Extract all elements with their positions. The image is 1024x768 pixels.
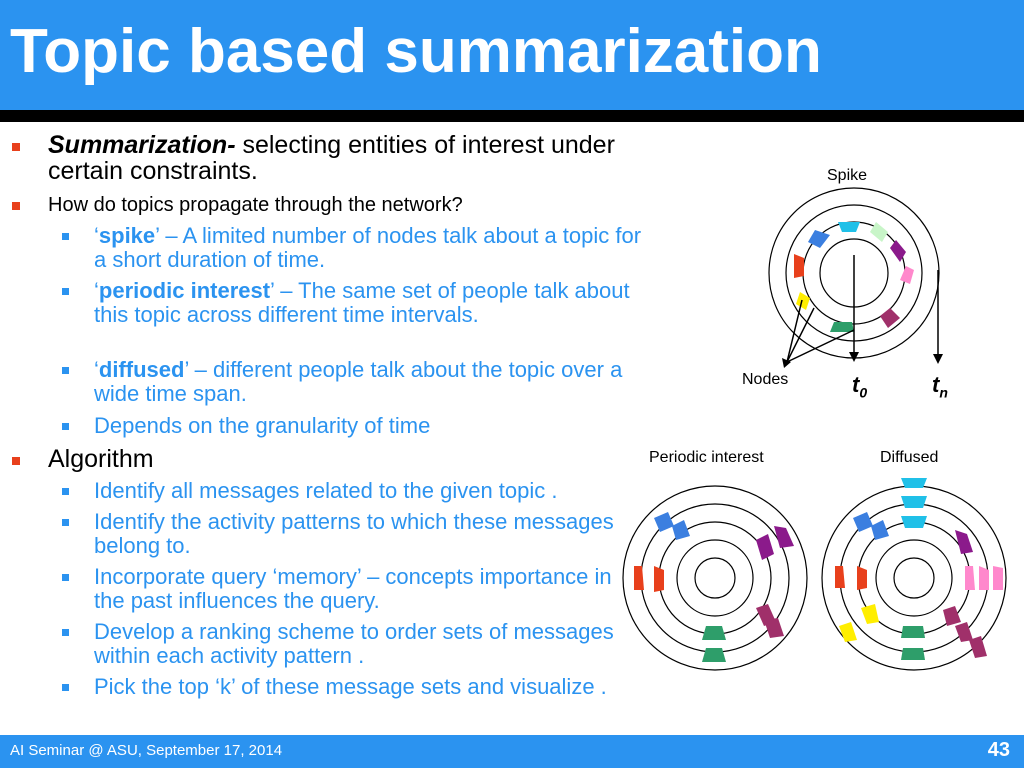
algorithm-heading: Algorithm xyxy=(48,445,154,473)
periodic-interest-diagram xyxy=(622,485,808,671)
alg-step-text: Pick the top ‘k’ of these message sets a… xyxy=(94,674,607,699)
title-divider xyxy=(0,110,1024,122)
sub-bullet-marker xyxy=(62,288,69,295)
t0-label: t0 xyxy=(852,372,867,400)
granularity-text: Depends on the granularity of time xyxy=(94,413,431,438)
alg-step-text: Identify all messages related to the giv… xyxy=(94,478,558,503)
periodic-description: ’ – The same set of people talk about th… xyxy=(94,278,630,327)
sub-bullet-marker xyxy=(62,574,69,581)
spike-description: ’ – A limited number of nodes talk about… xyxy=(94,223,642,272)
t0-main: t xyxy=(852,372,860,397)
alg-step-text: Incorporate query ‘memory’ – concepts im… xyxy=(94,564,612,613)
periodic-interest-label: Periodic interest xyxy=(649,449,764,466)
page-number: 43 xyxy=(987,739,1010,761)
nodes-label: Nodes xyxy=(742,371,789,388)
slide-title: Topic based summarization xyxy=(10,17,822,86)
sub-bullet-marker xyxy=(62,684,69,691)
bullet-marker xyxy=(12,143,20,151)
alg-step-text: Identify the activity patterns to which … xyxy=(94,509,614,558)
tn-label: tn xyxy=(932,372,948,400)
propagation-question: How do topics propagate through the netw… xyxy=(48,194,463,216)
alg-step-text: Develop a ranking scheme to order sets o… xyxy=(94,619,614,668)
diffused-term: diffused xyxy=(98,357,185,382)
tn-sub: n xyxy=(939,384,948,401)
sub-bullet-marker xyxy=(62,488,69,495)
footer-bar: AI Seminar @ ASU, September 17, 2014 43 xyxy=(0,735,1024,768)
summarization-definition: selecting entities of interest under cer… xyxy=(48,131,615,185)
bullet-marker xyxy=(12,202,20,210)
sub-bullet-marker xyxy=(62,629,69,636)
diffused-description: ’ – different people talk about the topi… xyxy=(94,357,623,406)
summarization-term: Summarization- xyxy=(48,131,236,159)
diffused-label: Diffused xyxy=(880,449,939,466)
diffused-diagram xyxy=(821,478,1007,671)
title-bar: Topic based summarization xyxy=(0,0,1024,110)
tn-main: t xyxy=(932,372,940,397)
t0-sub: 0 xyxy=(859,384,868,401)
sub-bullet-marker xyxy=(62,423,69,430)
sub-bullet-marker xyxy=(62,367,69,374)
footer-text: AI Seminar @ ASU, September 17, 2014 xyxy=(10,742,283,759)
spike-diagram xyxy=(768,187,943,368)
bullet-marker xyxy=(12,457,20,465)
spike-term: spike xyxy=(98,223,156,248)
periodic-term: periodic interest xyxy=(98,278,271,303)
sub-bullet-marker xyxy=(62,519,69,526)
sub-bullet-marker xyxy=(62,233,69,240)
spike-label: Spike xyxy=(827,167,868,184)
